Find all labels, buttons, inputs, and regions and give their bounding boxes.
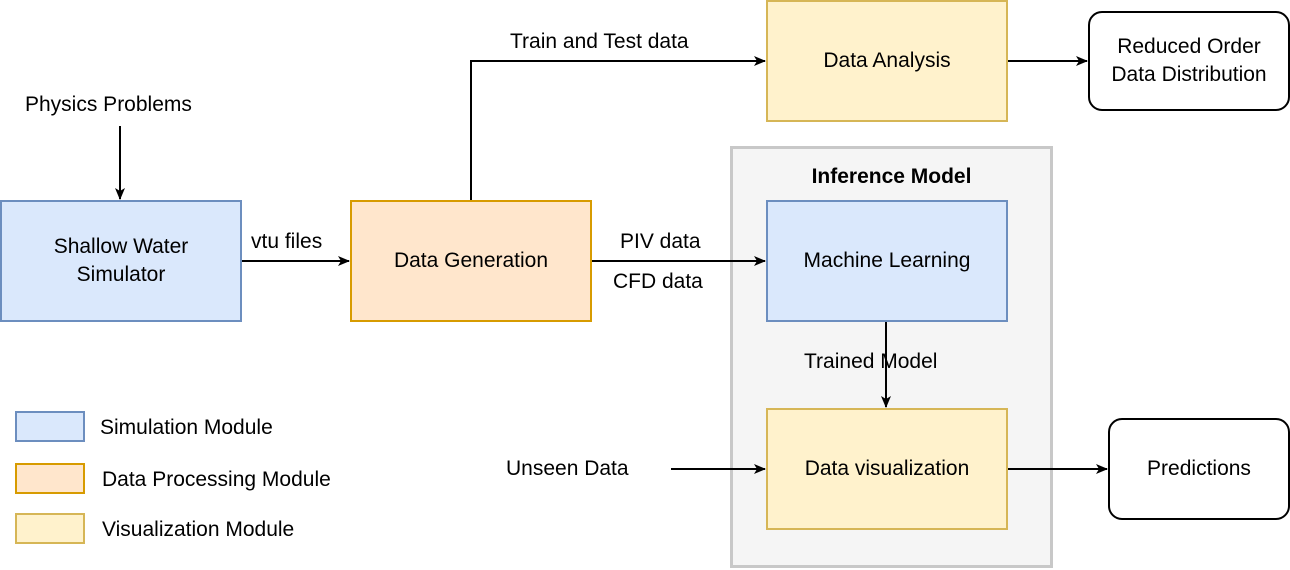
piv-data-label: PIV data [620, 230, 701, 253]
unseen-data-label: Unseen Data [506, 457, 629, 480]
data-generation-node: Data Generation [350, 200, 592, 322]
reduced-order-node: Reduced Order Data Distribution [1088, 11, 1290, 111]
legend-swatch-visualization [15, 513, 85, 544]
data-analysis-node: Data Analysis [766, 0, 1008, 122]
physics-problems-label: Physics Problems [25, 93, 192, 116]
predictions-node: Predictions [1108, 418, 1290, 520]
cfd-data-label: CFD data [613, 270, 703, 293]
legend-label-visualization: Visualization Module [102, 518, 295, 541]
edge-generation-to-analysis [470, 56, 766, 200]
shallow-water-simulator-node: Shallow Water Simulator [0, 200, 242, 322]
vtu-files-label: vtu files [251, 230, 323, 253]
inference-model-title: Inference Model [811, 165, 972, 188]
legend-label-data-processing: Data Processing Module [102, 468, 331, 491]
legend-label-simulation: Simulation Module [100, 416, 273, 439]
trained-model-label: Trained Model [804, 350, 938, 373]
legend-swatch-data-processing [15, 463, 85, 494]
train-test-label: Train and Test data [510, 30, 689, 53]
data-visualization-node: Data visualization [766, 408, 1008, 530]
machine-learning-node: Machine Learning [766, 200, 1008, 322]
legend-swatch-simulation [15, 411, 85, 442]
